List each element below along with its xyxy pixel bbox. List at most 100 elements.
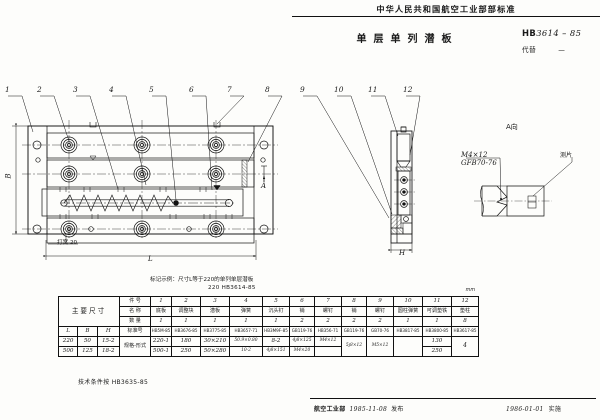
item-no-5: 5 (262, 296, 290, 307)
screw-standard-label: GFB70-76 (461, 159, 497, 167)
qty-2: 1 (171, 316, 201, 327)
std-no-12: HB3617-85 (451, 326, 479, 337)
item-no-8: 8 (341, 296, 367, 307)
row1-c8: 5ȷ8×12 (341, 336, 367, 357)
qty-6: 2 (289, 316, 315, 327)
qty-3: 1 (200, 316, 230, 327)
footer-issuer: 航空工业部 (314, 406, 346, 413)
qty-5: 1 (262, 316, 290, 327)
qty-12: 8 (451, 316, 479, 327)
row1-c9: M5×12 (366, 336, 394, 357)
item-name-11: 可调垫铁 (422, 306, 452, 317)
qty-7: 2 (314, 316, 342, 327)
row2-c5: 4ȷ8×151 (262, 346, 290, 357)
table-row: 主要尺寸 件 号 1 2 3 4 5 6 7 8 9 10 11 12 (58, 296, 479, 327)
std-no-2: HB3676-85 (171, 326, 201, 337)
plan-view (8, 95, 283, 260)
item-no-12: 12 (451, 296, 479, 307)
row-label-name: 名 称 (119, 306, 151, 317)
row2-b: 125 (77, 346, 98, 357)
std-no-4: HB3657-71 (229, 326, 263, 337)
callout-6: 6 (189, 85, 194, 94)
row1-c7: M4×12 (314, 336, 342, 347)
qty-9: 2 (366, 316, 394, 327)
callout-2: 2 (37, 85, 42, 94)
dim-l-label: L (148, 255, 153, 263)
footer-divider (310, 398, 596, 399)
local-note: 打窝 20 (57, 240, 78, 246)
std-no-8: GB119-76 (341, 326, 367, 337)
row2-c11: 250 (422, 346, 452, 357)
footer-effective: 1986-01-01 实施 (506, 404, 561, 413)
main-size-label: 主要尺寸 (58, 296, 120, 327)
table-row: 数 量 1 1 1 1 1 2 2 2 2 1 1 8 (59, 316, 479, 327)
row1-c12: 4 (451, 336, 479, 357)
standard-organization: 中华人民共和国航空工业部部标准 (376, 4, 516, 14)
std-no-10: HB3817-85 (393, 326, 423, 337)
footer-issue-date: 1985-11-08 (349, 406, 388, 413)
item-no-2: 2 (171, 296, 201, 307)
qty-8: 2 (341, 316, 367, 327)
callout-8: 8 (265, 85, 270, 94)
item-name-7: 螺钉 (314, 306, 342, 317)
callout-12: 12 (403, 85, 413, 94)
qty-4: 1 (229, 316, 263, 327)
item-no-7: 7 (314, 296, 342, 307)
callout-1: 1 (5, 85, 10, 94)
qty-1: 1 (150, 316, 172, 327)
replaces-label: 代替 (522, 46, 537, 54)
dim-h-label: H (399, 249, 406, 257)
table-row: 500 125 18-2 500-1 250 50×280 10-2 4ȷ8×1… (57, 346, 479, 357)
callout-leaders (8, 95, 283, 201)
std-no-1: HB5M-85 (150, 326, 172, 337)
row1-c11: 130 (422, 336, 452, 347)
callout-5: 5 (149, 85, 154, 94)
dim-header-l: L (57, 326, 79, 337)
footer-issue-word: 发布 (391, 406, 404, 413)
item-name-5: 沉头钉 (262, 306, 290, 317)
replaces-value: — (558, 46, 566, 54)
standard-year: 85 (569, 28, 582, 38)
row2-c2: 250 (171, 346, 201, 357)
std-no-7: HB356-71 (314, 326, 342, 337)
standard-prefix: HB (522, 28, 537, 38)
footer-effective-word: 实施 (548, 406, 562, 413)
row2-l: 500 (57, 346, 79, 357)
item-name-8: 销 (341, 306, 367, 317)
callout-11: 11 (368, 85, 378, 94)
row2-c4: 10-2 (229, 346, 263, 357)
standard-code: 3614 (536, 28, 560, 38)
technical-condition-note: 技术条件按 HB3635-85 (78, 379, 149, 386)
item-name-3: 潜板 (200, 306, 230, 317)
item-name-4: 弹簧 (229, 306, 263, 317)
replaces-row: 代替 — (522, 44, 565, 54)
header-divider (292, 16, 600, 17)
row1-c3: 30×210 (200, 336, 230, 347)
row1-c1: 220-1 (150, 336, 172, 347)
table-row: 220 50 15-2 规格-形式 220-1 180 30×210 50.9×… (57, 336, 479, 357)
section-view (303, 95, 421, 253)
item-name-6: 销 (289, 306, 315, 317)
row1-c5: 8-2 (262, 336, 290, 347)
item-name-12: 垫柱 (451, 306, 479, 317)
spring-element (63, 194, 174, 212)
footer-effective-date: 1986-01-01 (506, 406, 544, 413)
item-no-10: 10 (393, 296, 423, 307)
row1-l: 220 (57, 336, 79, 347)
detail-view-title: A向 (506, 123, 518, 131)
callout-9: 9 (300, 85, 305, 94)
specification-table: 主要尺寸 件 号 1 2 3 4 5 6 7 8 9 10 11 12 名 称 … (57, 296, 479, 357)
table-unit-label: mm (465, 288, 475, 293)
item-no-6: 6 (289, 296, 315, 307)
callout-10: 10 (334, 85, 344, 94)
item-name-10: 圆柱弹簧 (393, 306, 423, 317)
specification-table-wrap: mm 主要尺寸 件 号 1 2 3 4 5 6 7 8 9 10 11 12 (57, 288, 479, 357)
std-no-5: HB3M9F-85 (262, 326, 290, 337)
row2-c3: 50×280 (200, 346, 230, 357)
table-row: 名 称 底板 调整块 潜板 弹簧 沉头钉 销 螺钉 销 螺钉 圆柱弹簧 可调垫铁… (59, 306, 479, 317)
callout-3: 3 (73, 85, 78, 94)
section-arrow-a: A (261, 182, 267, 190)
qty-11: 1 (422, 316, 452, 327)
